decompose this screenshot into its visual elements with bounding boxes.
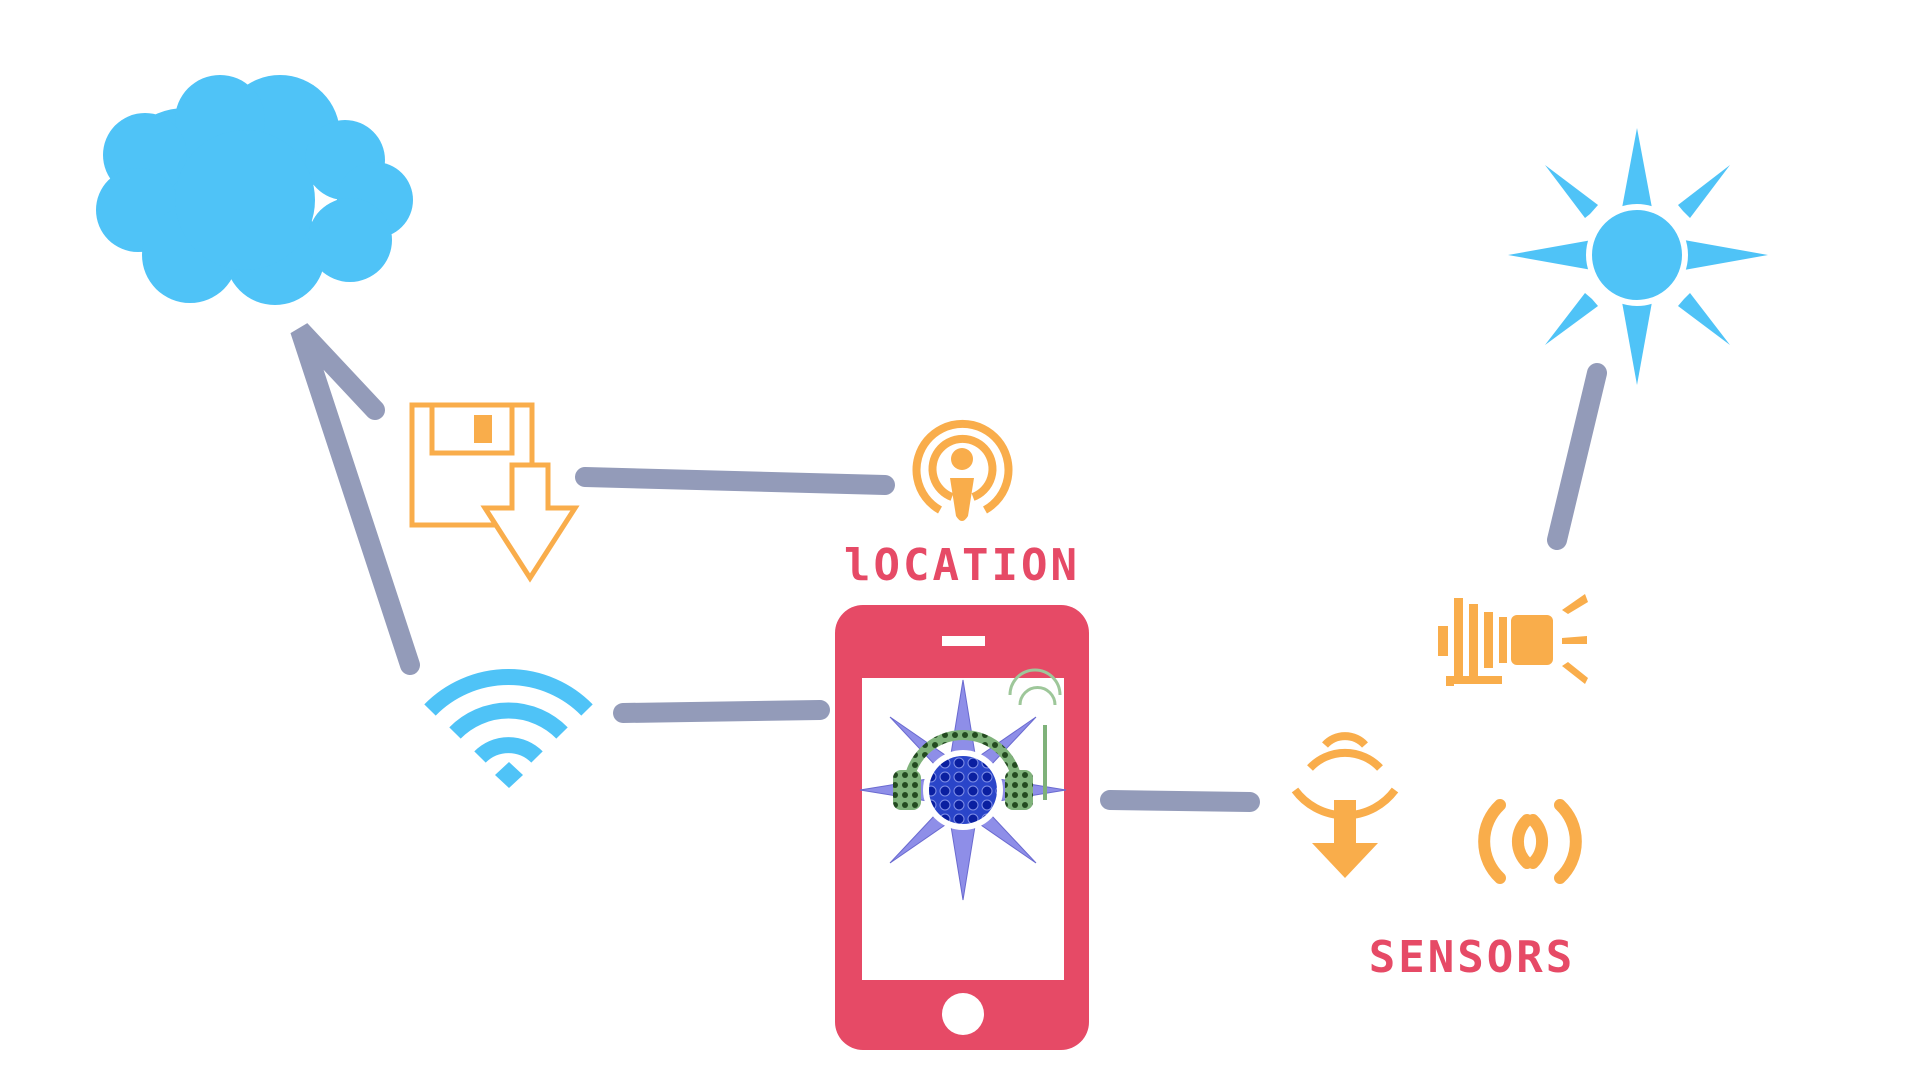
wifi-icon: [424, 669, 593, 788]
save-download-icon: [409, 402, 580, 583]
podcast-location-icon: [912, 419, 1013, 521]
sensors-label: SENSORS: [1369, 932, 1575, 983]
connector-sensors-to-sun: [1547, 363, 1607, 550]
signal-broadcast-icon: [1478, 799, 1582, 884]
connectors: [290, 323, 1607, 812]
compass-globe-icon: [859, 668, 1067, 901]
light-sensor-icon: [1438, 594, 1588, 686]
connector-phone-to-wifi: [613, 700, 830, 723]
arrow-wifi-to-cloud: [290, 323, 420, 675]
location-label: lOCATION: [844, 540, 1080, 591]
proximity-sensor-icon: [1291, 732, 1399, 878]
sun-icon: [1508, 128, 1768, 385]
connector-phone-to-sensors: [1100, 790, 1260, 812]
connector-podcast-to-save: [575, 467, 895, 495]
cloud-icon: [96, 75, 413, 305]
